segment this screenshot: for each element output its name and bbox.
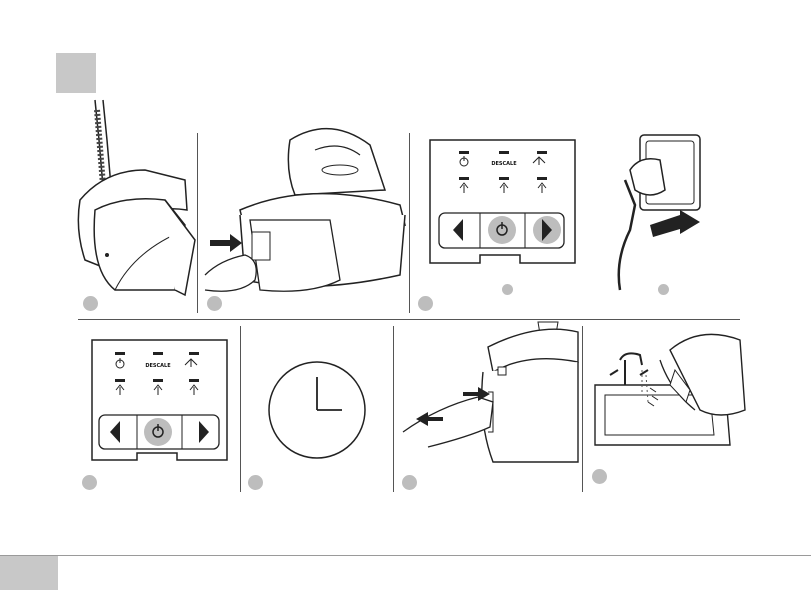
descale-label: DESCALE <box>491 161 517 167</box>
step-badge-2 <box>207 296 222 311</box>
vertical-divider-4 <box>393 326 394 492</box>
page-footer <box>0 555 811 590</box>
descale-label-2: DESCALE <box>145 363 171 369</box>
step-badge-3 <box>418 296 433 311</box>
section-badge <box>56 53 96 93</box>
step-badge-7 <box>402 475 417 490</box>
step-badge-5 <box>82 475 97 490</box>
step-badge-4 <box>658 284 669 295</box>
step-badge-3a <box>502 284 513 295</box>
page-number-box <box>0 556 58 590</box>
step-badge-8 <box>592 469 607 484</box>
step-badge-6 <box>248 475 263 490</box>
vertical-divider-3 <box>240 326 241 492</box>
step-badge-1 <box>83 296 98 311</box>
vertical-divider-5 <box>582 326 583 492</box>
horizontal-divider <box>78 319 740 320</box>
